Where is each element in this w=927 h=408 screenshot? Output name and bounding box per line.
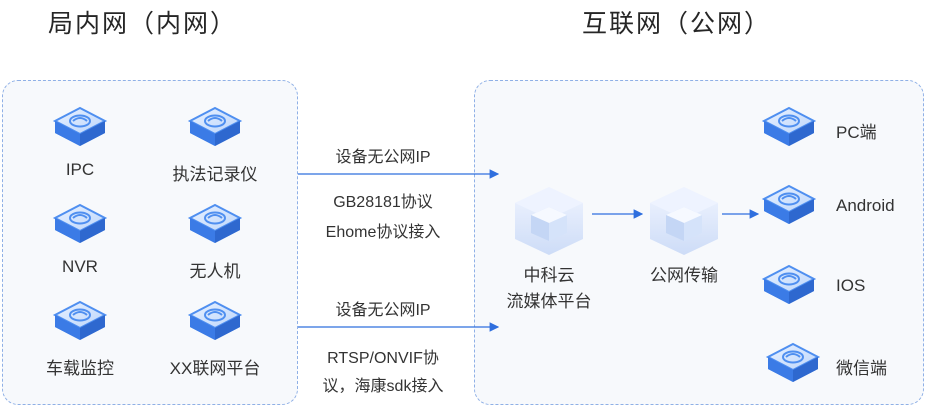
device-label: IPC (65, 160, 95, 179)
client-label: Android (836, 196, 895, 215)
device-drone: 无人机 (160, 201, 270, 282)
device-icon (189, 204, 241, 244)
streaming-platform: 中科云 流媒体平台 (497, 183, 601, 315)
link-top-line1: 设备无公网IP (335, 149, 431, 166)
intranet-title: 局内网（内网） (48, 10, 238, 38)
link-bottom-line1: 设备无公网IP (335, 302, 431, 319)
device-label: 执法记录仪 (172, 165, 258, 184)
device-icon (189, 107, 241, 147)
client-label: IOS (836, 276, 866, 295)
device-label: 无人机 (189, 262, 241, 281)
transfer-label: 公网传输 (650, 266, 718, 285)
device-icon (54, 107, 106, 147)
device-network-platform: XX联网平台 (160, 298, 270, 379)
intranet-panel (2, 80, 298, 405)
device-vehicle-monitor: 车载监控 (25, 298, 135, 379)
platform-label-line1: 中科云 (523, 266, 575, 285)
platform-label-line2: 流媒体平台 (506, 292, 592, 311)
public-transfer: 公网传输 (636, 183, 732, 289)
platform-cube-icon (515, 187, 583, 255)
link-top-line2: GB28181协议 (333, 194, 433, 211)
client-icon (767, 343, 819, 383)
device-ipc: IPC (25, 104, 135, 180)
device-law-recorder: 执法记录仪 (160, 104, 270, 185)
transfer-cube-icon (650, 187, 718, 255)
link-bottom-line2: RTSP/ONVIF协 (327, 350, 439, 367)
client-icon (763, 107, 815, 147)
internet-title: 互联网（公网） (582, 10, 772, 38)
client-android: Android (760, 182, 895, 235)
device-label: XX联网平台 (169, 359, 261, 378)
client-pc: PC端 (760, 104, 877, 157)
link-top-line3: Ehome协议接入 (325, 224, 441, 241)
client-ios: IOS (760, 262, 865, 315)
client-icon (763, 265, 815, 305)
link-bottom-line3: 议，海康sdk接入 (322, 378, 444, 395)
client-wechat: 微信端 (764, 340, 887, 393)
device-icon (54, 204, 106, 244)
client-label: 微信端 (836, 359, 887, 378)
device-nvr: NVR (25, 201, 135, 277)
device-label: NVR (62, 257, 98, 276)
device-label: 车载监控 (46, 359, 114, 378)
client-label: PC端 (836, 123, 877, 142)
device-icon (54, 301, 106, 341)
client-icon (763, 185, 815, 225)
device-icon (189, 301, 241, 341)
